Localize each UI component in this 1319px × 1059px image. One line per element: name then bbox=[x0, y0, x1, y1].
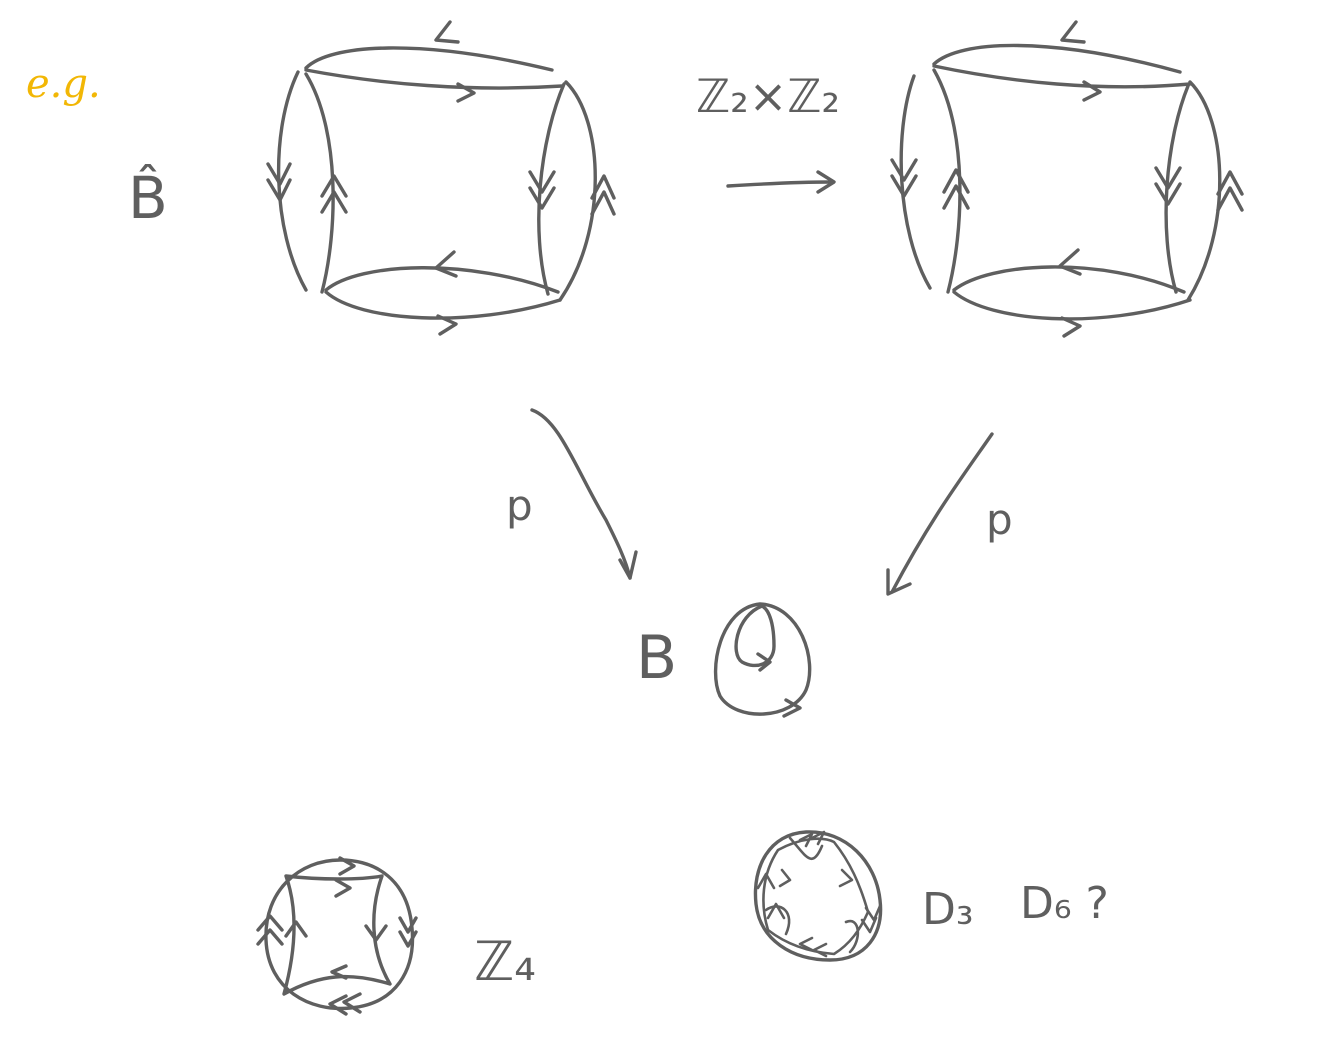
d3-inner-chord-b bbox=[764, 905, 791, 936]
z4-arrow-bottom bbox=[328, 992, 362, 1016]
right-cover-graph bbox=[890, 20, 1244, 338]
left-top-front-arrow bbox=[456, 82, 476, 103]
left-bottom-front-arrow bbox=[436, 314, 458, 336]
eg-label: e.g. bbox=[26, 61, 101, 107]
right-bottom-front-arrow bbox=[1060, 316, 1082, 338]
left-bottom-front-edge bbox=[324, 290, 562, 320]
d3-arrows-top bbox=[798, 830, 826, 848]
z4-outer-circle bbox=[264, 858, 415, 1011]
d3-arrows-mid bbox=[778, 868, 854, 888]
d3-label: D₃ bbox=[922, 884, 974, 935]
d6-label: D₆ ? bbox=[1020, 878, 1109, 929]
right-right-outer-arrow bbox=[1216, 170, 1244, 212]
right-bottom-back-arrow bbox=[1058, 248, 1082, 276]
left-left-inner-arrow bbox=[320, 174, 348, 214]
base-graph bbox=[713, 602, 812, 718]
z4-arrow-left bbox=[256, 914, 284, 946]
z4-arrow-left-inner bbox=[284, 920, 308, 938]
right-top-back-edge bbox=[932, 43, 1182, 74]
left-right-inner-arrow bbox=[528, 170, 556, 210]
left-right-outer-edge bbox=[558, 80, 597, 302]
z4-graph bbox=[256, 856, 418, 1016]
right-top-front-edge bbox=[932, 64, 1192, 89]
right-top-front-arrow bbox=[1082, 80, 1102, 102]
left-right-outer-arrow bbox=[590, 174, 616, 216]
right-left-inner-edge bbox=[932, 68, 962, 294]
right-top-back-arrow bbox=[1060, 20, 1086, 44]
group-action-label: ℤ₂×ℤ₂ bbox=[696, 69, 840, 123]
right-projection-label: p bbox=[986, 495, 1013, 544]
base-label: B bbox=[636, 623, 677, 693]
base-outer-arrow bbox=[782, 698, 802, 718]
left-bottom-back-edge bbox=[324, 266, 560, 294]
left-projection-arrow bbox=[530, 408, 638, 580]
d3-graph bbox=[753, 830, 883, 962]
z4-arrow-top bbox=[338, 856, 356, 876]
left-projection-label: p bbox=[506, 481, 533, 530]
right-bottom-front-edge bbox=[952, 290, 1192, 321]
left-cover-graph bbox=[266, 20, 616, 336]
d3-inner-chord-a bbox=[788, 836, 824, 860]
right-left-outer-edge bbox=[899, 74, 932, 290]
d3-arrows-bottom bbox=[798, 936, 828, 958]
z4-inner-square bbox=[282, 874, 392, 996]
z4-arrow-top-inner bbox=[334, 878, 352, 898]
b-hat-label: B̂ bbox=[128, 163, 168, 232]
right-left-outer-arrow bbox=[890, 158, 918, 198]
base-inner-loop bbox=[734, 604, 776, 668]
z4-arrow-right bbox=[398, 916, 418, 948]
d3-arrows-right bbox=[860, 904, 882, 934]
base-inner-arrow bbox=[756, 652, 772, 672]
base-outer-loop bbox=[713, 602, 812, 716]
left-left-outer-arrow bbox=[266, 162, 292, 202]
z4-arrow-bottom-inner bbox=[330, 964, 348, 980]
group-quotient-arrow bbox=[726, 170, 836, 194]
left-top-back-edge bbox=[304, 46, 554, 72]
d3-inner-hexagon bbox=[762, 837, 870, 956]
left-top-front-edge bbox=[304, 68, 564, 90]
right-right-inner-arrow bbox=[1154, 166, 1182, 206]
left-top-back-arrow bbox=[434, 20, 460, 44]
d3-inner-chord-c bbox=[844, 919, 860, 954]
right-right-outer-edge bbox=[1186, 80, 1222, 302]
z4-arrow-right-inner bbox=[364, 924, 388, 942]
z4-label: ℤ₄ bbox=[474, 930, 536, 993]
d3-outer-circle bbox=[753, 830, 883, 962]
d3-arrows-left bbox=[756, 872, 786, 920]
left-bottom-back-arrow bbox=[434, 250, 458, 278]
right-bottom-back-edge bbox=[952, 265, 1186, 294]
right-projection-arrow bbox=[886, 432, 994, 596]
right-left-inner-arrow bbox=[942, 168, 970, 210]
